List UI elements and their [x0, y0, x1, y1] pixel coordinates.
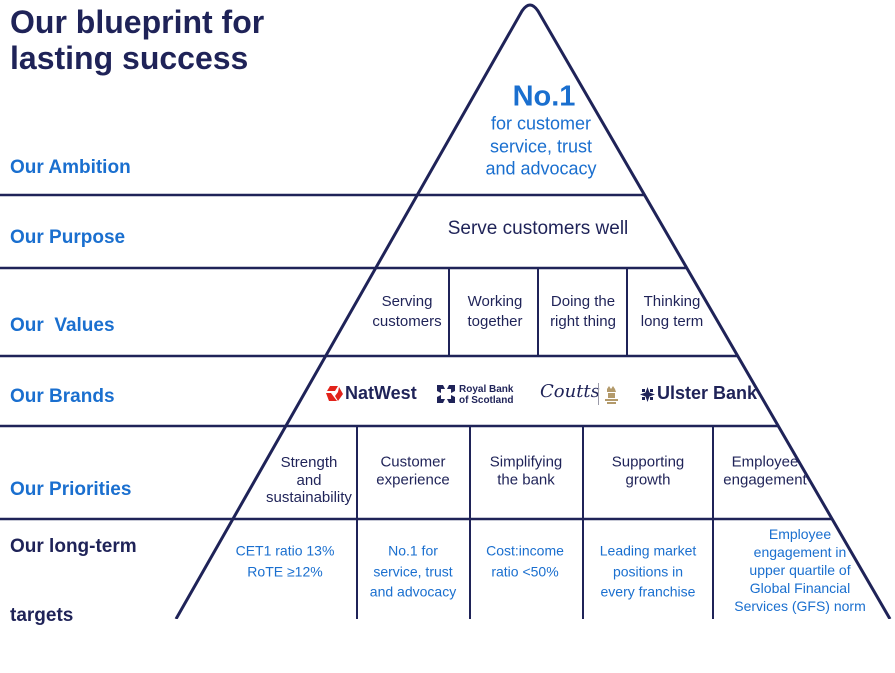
- target-line: No.1 for: [388, 542, 438, 559]
- value-cell: Working together: [467, 292, 522, 332]
- priority-line: Supporting: [611, 453, 685, 471]
- priority-line: Customer: [380, 453, 446, 471]
- coutts-logo-divider: [598, 383, 599, 405]
- title-line: lasting success: [10, 40, 249, 76]
- target-line: positions in: [612, 562, 684, 579]
- rbs-logo-line: Royal Bank: [459, 384, 514, 395]
- row-label-ambition: Our Ambition: [10, 157, 131, 178]
- ambition-text: for customer service, trust and advocacy: [485, 112, 596, 180]
- ulster-bank-icon: [640, 387, 655, 402]
- priority-line: Employee: [731, 453, 799, 471]
- priority-line: Strength: [280, 453, 338, 471]
- priority-line: growth: [625, 471, 671, 488]
- natwest-logo-text: NatWest: [345, 383, 417, 403]
- priority-line: sustainability: [266, 488, 352, 506]
- value-line: long term: [640, 313, 704, 330]
- target-cell: Cost:income ratio <50%: [486, 541, 564, 582]
- target-cell: Leading market positions in every franch…: [600, 540, 697, 602]
- value-line: right thing: [550, 313, 616, 330]
- priority-cell: Simplifying the bank: [490, 454, 563, 489]
- target-line: and advocacy: [369, 583, 457, 600]
- target-line: RoTE ≥12%: [247, 563, 323, 579]
- row-label-values: Our Values: [10, 315, 115, 336]
- ambition-line: for customer: [490, 113, 592, 134]
- rbs-daisy-wheel-icon: [437, 385, 455, 403]
- priority-line: engagement: [723, 471, 807, 488]
- target-line: ratio <50%: [491, 563, 559, 579]
- target-line: upper quartile of: [749, 562, 851, 578]
- priority-cell: Strength and sustainability: [266, 454, 352, 507]
- ulster-bank-logo-text: Ulster Bank: [657, 383, 758, 403]
- pyramid-lines: [0, 3, 892, 619]
- target-line: Employee: [768, 526, 832, 542]
- value-cell: Thinking long term: [641, 292, 704, 332]
- priority-line: the bank: [497, 471, 555, 488]
- target-line: engagement in: [753, 544, 847, 560]
- target-cell: Employee engagement in upper quartile of…: [734, 525, 865, 615]
- coutts-crest-icon: [605, 386, 618, 404]
- value-line: Working: [467, 293, 523, 310]
- row-label-line: targets: [10, 605, 74, 626]
- value-line: Doing the: [550, 293, 616, 310]
- ambition-line: service, trust: [489, 135, 593, 156]
- target-cell: CET1 ratio 13% RoTE ≥12%: [236, 541, 335, 582]
- coutts-logo-text: Coutts: [540, 381, 600, 402]
- rbs-logo-text: Royal Bank of Scotland: [459, 384, 513, 406]
- value-line: together: [467, 313, 523, 330]
- target-cell: No.1 for service, trust and advocacy: [370, 540, 456, 602]
- value-cell: Serving customers: [372, 292, 441, 332]
- ambition-headline: No.1: [512, 80, 576, 113]
- pyramid-outline: [174, 3, 892, 619]
- priority-line: and: [296, 471, 322, 489]
- row-label-targets: Our long-term targets: [10, 489, 137, 673]
- natwest-cube-icon: [326, 386, 343, 401]
- rbs-logo-line: of Scotland: [459, 395, 514, 406]
- row-label-purpose: Our Purpose: [10, 227, 126, 248]
- purpose-text: Serve customers well: [447, 218, 629, 239]
- target-line: Leading market: [599, 542, 697, 559]
- target-line: service, trust: [373, 562, 453, 579]
- value-line: Serving: [381, 293, 433, 310]
- priority-line: Simplifying: [489, 453, 563, 471]
- target-line: CET1 ratio 13%: [235, 542, 335, 559]
- target-line: Cost:income: [486, 542, 564, 559]
- blueprint-pyramid-diagram: Our blueprint for lasting success Our Am…: [0, 3, 892, 626]
- row-label-line: Our long-term: [10, 536, 137, 557]
- target-line: Global Financial: [749, 580, 851, 596]
- row-label-brands: Our Brands: [10, 386, 115, 407]
- page-title: Our blueprint for lasting success: [10, 4, 264, 76]
- value-line: customers: [372, 313, 442, 330]
- title-line: Our blueprint for: [10, 4, 265, 40]
- priority-cell: Employee engagement: [723, 454, 806, 489]
- row-label-priorities: Our Priorities: [10, 479, 132, 500]
- priority-cell: Customer experience: [376, 454, 449, 489]
- value-cell: Doing the right thing: [550, 292, 616, 332]
- priority-cell: Supporting growth: [612, 454, 685, 489]
- value-line: Thinking: [643, 293, 701, 310]
- ambition-line: and advocacy: [485, 158, 597, 179]
- priority-line: experience: [376, 471, 450, 488]
- target-line: every franchise: [600, 583, 696, 600]
- target-line: Services (GFS) norm: [734, 598, 866, 614]
